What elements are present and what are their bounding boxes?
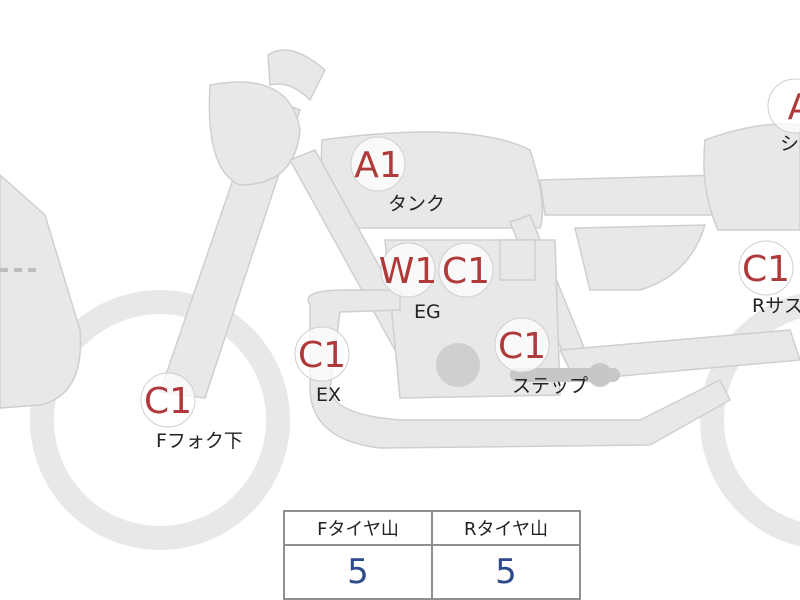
grade-front-fork: C1: [144, 381, 192, 422]
grade-seat: A: [788, 87, 800, 128]
seat-rail-shape: [539, 174, 726, 216]
grade-step: C1: [498, 326, 546, 367]
grade-labels: A1 A W1 C1 C1 C1 C1 C1: [144, 87, 800, 422]
grade-rear-suspension: C1: [742, 249, 790, 290]
engine-dot: [436, 343, 480, 387]
tire-table-header-row: Fタイヤ山 Rタイヤ山: [283, 510, 581, 546]
grade-exhaust: C1: [298, 335, 346, 376]
part-label-exhaust: EX: [316, 384, 341, 406]
rear-wheel: [700, 293, 800, 547]
seat-shape: [703, 123, 800, 231]
part-labels: タンク シ EG Rサス EX ステップ Fフォク下: [156, 133, 800, 452]
rear-tire-value: 5: [431, 544, 581, 600]
tire-table-value-row: 5 5: [283, 544, 581, 600]
part-label-engine: EG: [414, 301, 441, 323]
part-label-front-fork: Fフォク下: [156, 430, 243, 452]
handlebar-shape: [267, 49, 326, 102]
part-label-rear-suspension: Rサス: [752, 295, 800, 317]
part-label-seat: シ: [780, 133, 799, 155]
headlight-shape: [208, 81, 301, 186]
side-cover-shape: [574, 224, 707, 291]
tire-tread-table: Fタイヤ山 Rタイヤ山 5 5: [283, 510, 581, 600]
part-label-tank: タンク: [388, 193, 445, 215]
front-wheel: [30, 290, 290, 550]
part-label-step: ステップ: [512, 375, 588, 397]
grade-tank: A1: [354, 145, 402, 186]
grade-engine-w: W1: [379, 251, 438, 292]
front-tire-header: Fタイヤ山: [283, 510, 433, 546]
grade-engine-c: C1: [442, 251, 490, 292]
rear-tire-header: Rタイヤ山: [431, 510, 581, 546]
exhaust-shape: [307, 289, 731, 449]
front-tire-value: 5: [283, 544, 433, 600]
front-fender-shape: [0, 173, 82, 409]
marker-circles: [140, 78, 800, 428]
